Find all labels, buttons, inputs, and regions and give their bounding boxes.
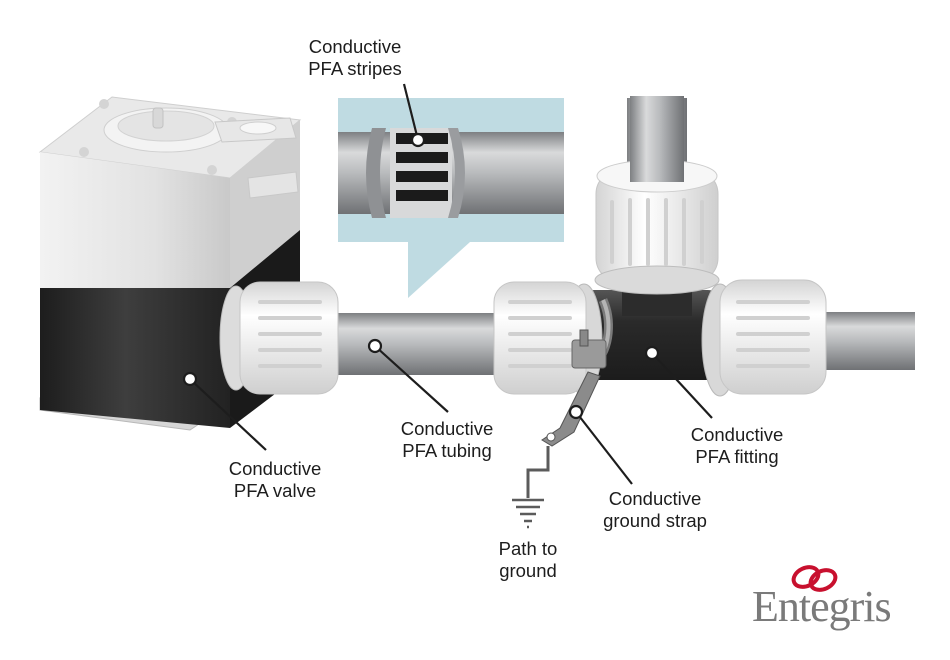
entegris-logo: Entegris xyxy=(752,582,892,631)
ground-symbol-icon xyxy=(512,498,544,529)
stripes-inset xyxy=(338,98,564,298)
entegris-logo-icon xyxy=(791,565,838,592)
conductive-pfa-fitting xyxy=(493,96,827,397)
conductive-pfa-valve xyxy=(38,96,302,431)
leader-lines xyxy=(191,83,713,485)
conductive-pfa-tubing xyxy=(330,313,520,375)
valve-compression-nut xyxy=(219,281,339,395)
callout-dot-icon xyxy=(182,132,660,420)
